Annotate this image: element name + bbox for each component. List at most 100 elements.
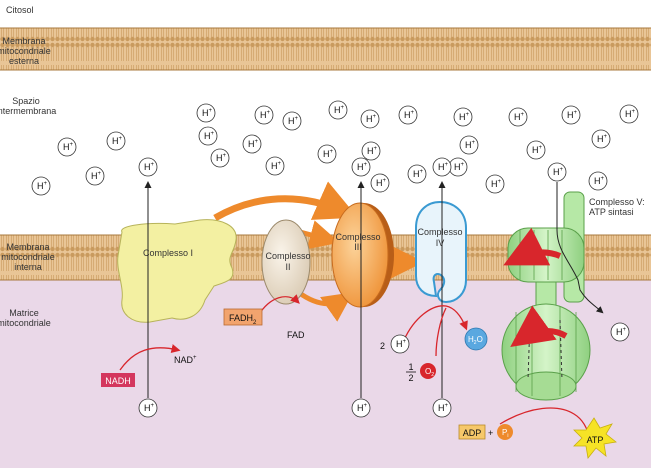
- svg-text:H+: H+: [567, 110, 578, 120]
- proton: H+: [282, 111, 302, 131]
- svg-text:Membrana: Membrana: [2, 36, 45, 46]
- proton: H+: [432, 398, 452, 418]
- svg-text:H+: H+: [491, 179, 502, 189]
- fadh2-label: FADH2: [229, 313, 257, 326]
- proton: H+: [210, 148, 230, 168]
- proton: H+: [196, 103, 216, 123]
- svg-text:Complesso: Complesso: [265, 251, 310, 261]
- proton: H+: [453, 107, 473, 127]
- svg-text:esterna: esterna: [9, 56, 39, 66]
- proton: H+: [198, 126, 218, 146]
- svg-text:H+: H+: [357, 162, 368, 172]
- oxygen-arrow: [435, 307, 447, 357]
- svg-text:H+: H+: [594, 176, 605, 186]
- proton: H+: [619, 104, 639, 124]
- proton: H+: [138, 157, 158, 177]
- svg-text:H+: H+: [37, 181, 48, 191]
- proton: H+: [561, 105, 581, 125]
- svg-text:Complesso: Complesso: [335, 232, 380, 242]
- svg-text:H+: H+: [396, 339, 407, 349]
- svg-text:H+: H+: [404, 110, 415, 120]
- adp-label: ADP: [463, 428, 482, 438]
- svg-text:H+: H+: [357, 403, 368, 413]
- proton: H+: [407, 164, 427, 184]
- svg-text:Complesso: Complesso: [417, 227, 462, 237]
- proton: H+: [459, 135, 479, 155]
- svg-text:H+: H+: [367, 146, 378, 156]
- svg-text:H+: H+: [532, 145, 543, 155]
- complex-i-label: Complesso I: [143, 248, 193, 258]
- svg-text:H+: H+: [438, 403, 449, 413]
- plus-sign: +: [488, 428, 493, 438]
- svg-text:H+: H+: [144, 403, 155, 413]
- proton: H+: [610, 322, 630, 342]
- svg-text:H+: H+: [248, 139, 259, 149]
- svg-text:H+: H+: [597, 134, 608, 144]
- proton: H+: [591, 129, 611, 149]
- proton: H+: [588, 171, 608, 191]
- proton: H+: [448, 157, 468, 177]
- svg-text:interna: interna: [14, 262, 42, 272]
- complex-iv: [415, 200, 467, 304]
- complex-i: [117, 219, 237, 323]
- cytosol-region: [0, 0, 651, 28]
- svg-text:ATP sintasi: ATP sintasi: [589, 207, 634, 217]
- svg-text:H+: H+: [323, 149, 334, 159]
- proton: H+: [390, 334, 410, 354]
- water-label: H2O: [468, 335, 483, 346]
- svg-text:H+: H+: [204, 131, 215, 141]
- svg-text:H+: H+: [271, 161, 282, 171]
- svg-text:H+: H+: [63, 142, 74, 152]
- proton: H+: [57, 137, 77, 157]
- svg-text:H+: H+: [438, 162, 449, 172]
- proton: H+: [242, 134, 262, 154]
- proton-path-arrow: [556, 182, 604, 314]
- proton: H+: [526, 140, 546, 160]
- svg-text:H+: H+: [288, 116, 299, 126]
- proton: H+: [485, 174, 505, 194]
- water-circle: [464, 327, 488, 351]
- proton: H+: [351, 398, 371, 418]
- nadh-oxidation-arrow: [119, 344, 181, 371]
- two-coefficient: 2: [380, 341, 385, 351]
- svg-text:intermembrana: intermembrana: [0, 106, 56, 116]
- svg-text:mitocondriale: mitocondriale: [0, 318, 51, 328]
- proton: H+: [351, 157, 371, 177]
- proton: H+: [328, 100, 348, 120]
- svg-text:H+: H+: [144, 162, 155, 172]
- svg-text:H+: H+: [514, 112, 525, 122]
- rotation-arrow: [503, 227, 562, 266]
- complex-iv-label: Complesso IV: [417, 227, 462, 248]
- proton: H+: [360, 109, 380, 129]
- proton: H+: [547, 162, 567, 182]
- proton: H+: [106, 131, 126, 151]
- svg-text:III: III: [354, 242, 362, 252]
- svg-text:H+: H+: [553, 167, 564, 177]
- svg-text:H+: H+: [202, 108, 213, 118]
- svg-text:H+: H+: [91, 171, 102, 181]
- svg-text:H+: H+: [112, 136, 123, 146]
- svg-text:H+: H+: [459, 112, 470, 122]
- electron-flow-arrow: [213, 181, 358, 222]
- svg-text:mitocondriale: mitocondriale: [1, 252, 55, 262]
- outer-membrane: [0, 28, 651, 70]
- svg-text:IV: IV: [436, 238, 445, 248]
- proton: H+: [508, 107, 528, 127]
- label-cytosol: Citosol: [6, 5, 34, 15]
- label-intermembrane-space: Spazio intermembrana: [0, 96, 56, 116]
- proton: H+: [361, 141, 381, 161]
- proton: H+: [317, 144, 337, 164]
- proton: H+: [370, 173, 390, 193]
- svg-text:Spazio: Spazio: [12, 96, 40, 106]
- svg-text:H+: H+: [625, 109, 636, 119]
- atp-label: ATP: [587, 435, 604, 445]
- phosphate-label: Pi: [502, 428, 508, 439]
- svg-text:H+: H+: [465, 140, 476, 150]
- svg-text:H+: H+: [260, 110, 271, 120]
- label-matrix: Matrice mitocondriale: [0, 308, 51, 328]
- svg-text:H+: H+: [454, 162, 465, 172]
- svg-text:II: II: [285, 262, 290, 272]
- oxygen-circle: [420, 363, 436, 379]
- electron-flow-arrow: [296, 289, 354, 322]
